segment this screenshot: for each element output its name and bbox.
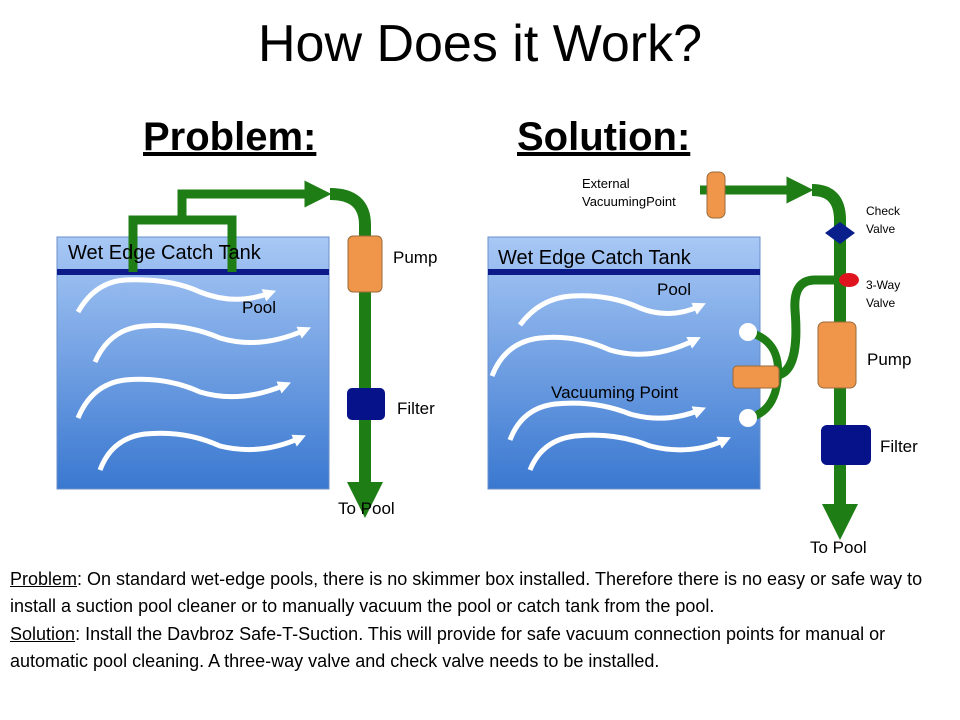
page-title: How Does it Work? — [257, 15, 703, 73]
diagram — [56, 171, 871, 540]
solution-catch-tank — [487, 236, 761, 490]
solution-description: Solution: Install the Davbroz Safe-T-Suc… — [10, 621, 952, 675]
solution-external-label-line2: VacuumingPoint — [582, 194, 676, 209]
solution-description-lead: Solution — [10, 624, 76, 644]
solution-three-way-label-line1: 3-Way — [866, 278, 901, 292]
solution-three-way-valve — [839, 273, 859, 287]
problem-main-pipe — [329, 188, 383, 518]
solution-filter — [821, 425, 871, 465]
problem-tank-label: Wet Edge Catch Tank — [68, 242, 261, 264]
solution-waves — [489, 293, 731, 472]
problem-pool-label: Pool — [242, 298, 277, 317]
solution-vacuum-port-bottom — [739, 409, 757, 427]
solution-heading: Solution: — [517, 115, 691, 159]
problem-return-pipe — [177, 180, 332, 220]
solution-vacuum-port-top — [739, 323, 757, 341]
solution-to-pool-label: To Pool — [810, 538, 867, 557]
solution-pump-label: Pump — [867, 350, 912, 369]
solution-diagram — [487, 171, 871, 540]
solution-pool-label: Pool — [657, 280, 692, 299]
problem-to-pool-label: To Pool — [338, 499, 395, 518]
solution-check-valve-label-line2: Valve — [866, 222, 896, 236]
solution-pump — [817, 321, 857, 389]
solution-external-vacuum-fitting — [706, 171, 726, 219]
solution-three-way-label-line2: Valve — [866, 296, 896, 310]
solution-external-label-line1: External — [582, 176, 630, 191]
problem-filter-label: Filter — [397, 399, 435, 418]
problem-description-text: : On standard wet-edge pools, there is n… — [10, 569, 923, 616]
problem-heading: Problem: — [143, 115, 317, 159]
solution-main-pipe — [811, 184, 858, 540]
problem-description-lead: Problem — [10, 569, 78, 589]
problem-waves — [75, 277, 311, 471]
problem-pump — [347, 235, 383, 293]
problem-description: Problem: On standard wet-edge pools, the… — [10, 566, 952, 620]
problem-pump-label: Pump — [393, 248, 438, 267]
description: Problem: On standard wet-edge pools, the… — [10, 566, 952, 676]
solution-vacuuming-point — [732, 365, 780, 389]
problem-catch-tank — [56, 236, 330, 490]
solution-filter-label: Filter — [880, 437, 918, 456]
solution-vacuuming-point-label: Vacuuming Point — [551, 383, 679, 402]
problem-filter — [347, 388, 385, 420]
solution-check-valve — [825, 222, 855, 244]
solution-tank-label: Wet Edge Catch Tank — [498, 247, 691, 269]
solution-bypass-pipe — [776, 275, 840, 380]
problem-diagram — [56, 180, 385, 518]
solution-check-valve-label-line1: Check — [866, 204, 901, 218]
solution-description-text: : Install the Davbroz Safe-T-Suction. Th… — [10, 624, 886, 671]
